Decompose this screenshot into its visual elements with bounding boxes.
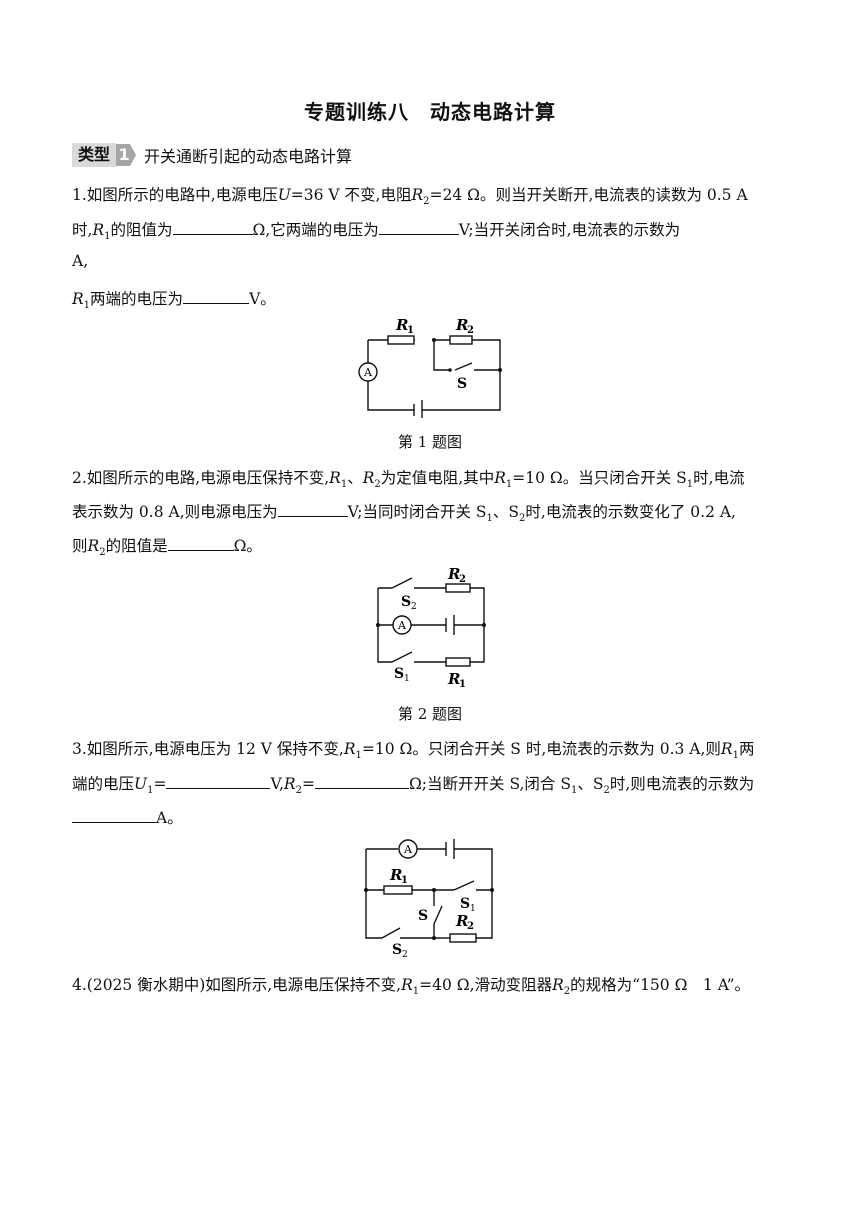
section-header: 类型 1 开关通断引起的动态电路计算	[72, 143, 352, 167]
s1-label-sub: 1	[470, 904, 476, 914]
ammeter-label: A	[403, 843, 413, 856]
answer-blank[interactable]	[314, 772, 409, 789]
s1-label-sub: 1	[404, 674, 410, 684]
q1-line-1: 1.如图所示的电路中,电源电压U=36 V 不变,电阻R2=24 Ω。则当开关断…	[72, 186, 748, 208]
s2-label-sub: 2	[402, 950, 408, 960]
r2-label-sub: 2	[467, 325, 474, 336]
q1-line-3: A,	[72, 252, 89, 270]
circuit-diagram-2: A R 2 S 2 S 1 R 1	[376, 565, 486, 690]
s2-label: S	[401, 594, 411, 610]
circuit-diagram-3: A R 1 S S 1 R 2 S 2	[364, 839, 494, 960]
r1-label: R	[389, 866, 402, 884]
r2-label-sub: 2	[467, 921, 474, 932]
answer-blank[interactable]	[172, 218, 253, 235]
r2-label: R	[455, 912, 468, 930]
type-tag: 类型	[72, 143, 117, 167]
ammeter-label: A	[397, 619, 407, 632]
q3-line-3: A。	[72, 806, 183, 828]
answer-blank[interactable]	[167, 534, 234, 551]
r1-label-sub: 1	[459, 679, 466, 690]
s1-label: S	[394, 666, 404, 682]
q4-line-1: 4.(2025 衡水期中)如图所示,电源电压保持不变,R1=40 Ω,滑动变阻器…	[72, 976, 751, 998]
r1-label: R	[447, 670, 460, 688]
r1-label-sub: 1	[401, 875, 408, 886]
answer-blank[interactable]	[183, 287, 250, 304]
page-title: 专题训练八 动态电路计算	[304, 100, 556, 124]
q3-line-1: 3.如图所示,电源电压为 12 V 保持不变,R1=10 Ω。只闭合开关 S 时…	[72, 740, 755, 762]
r2-label: R	[447, 565, 460, 583]
s2-label-sub: 2	[411, 602, 417, 612]
figure-2-caption: 第 2 题图	[397, 705, 463, 723]
s2-label: S	[392, 942, 402, 958]
r1-label-sub: 1	[407, 325, 414, 336]
r2-label-sub: 2	[459, 574, 466, 585]
s-label: S	[418, 908, 428, 924]
q3-line-2: 端的电压U1=V,R2=Ω;当断开开关 S,闭合 S1、S2时,则电流表的示数为	[72, 772, 754, 796]
circuit-diagram-1: A R 1 R 2 S	[358, 316, 502, 418]
s1-label: S	[460, 896, 470, 912]
answer-blank[interactable]	[166, 772, 271, 789]
section-title: 开关通断引起的动态电路计算	[144, 147, 353, 166]
q2-line-1: 2.如图所示的电路,电源电压保持不变,R1、R2为定值电阻,其中R1=10 Ω。…	[72, 469, 745, 491]
ammeter-label: A	[363, 366, 373, 379]
type-number-badge: 1	[116, 144, 137, 166]
switch-label: S	[457, 376, 467, 392]
r1-label: R	[395, 316, 408, 334]
answer-blank[interactable]	[277, 500, 348, 517]
r2-label: R	[455, 316, 468, 334]
figure-1-caption: 第 1 题图	[397, 433, 463, 451]
answer-blank[interactable]	[378, 218, 459, 235]
answer-blank[interactable]	[72, 806, 156, 823]
